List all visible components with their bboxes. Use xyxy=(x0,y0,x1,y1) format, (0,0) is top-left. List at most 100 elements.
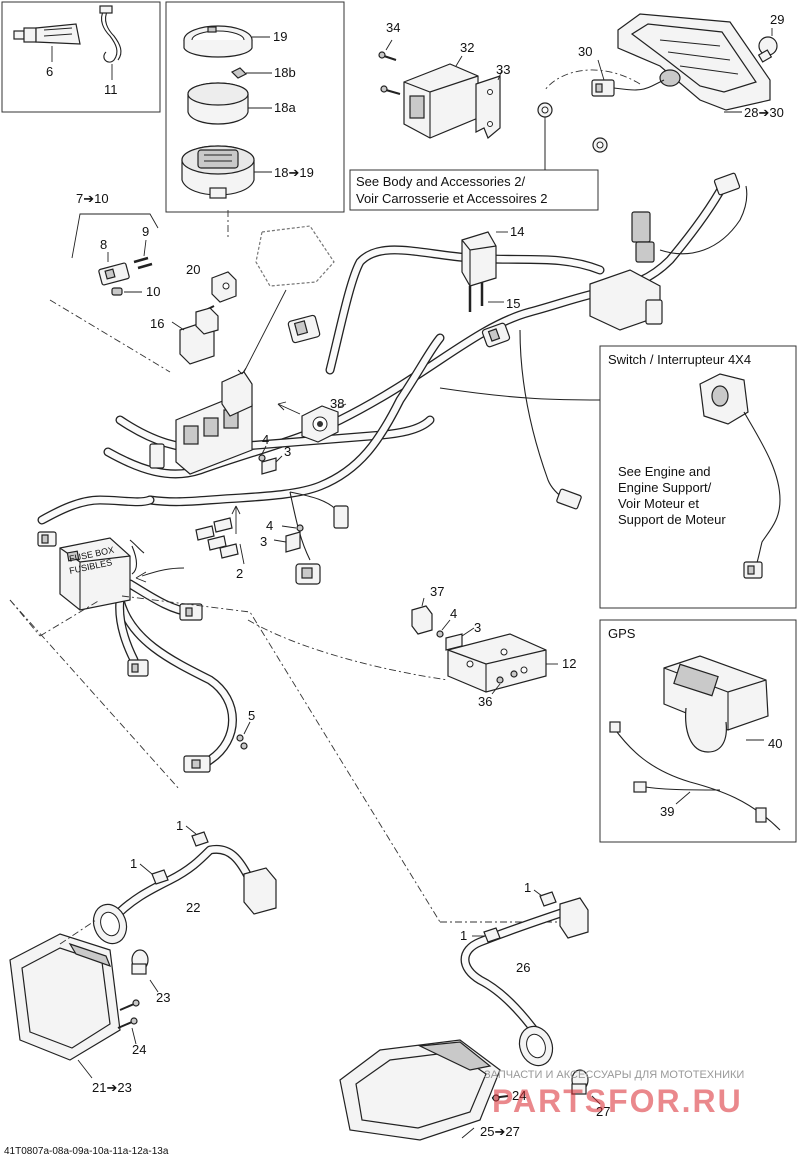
callout-1d: 1 xyxy=(460,928,467,943)
clips-part-2 xyxy=(195,517,239,559)
clip-part-1a xyxy=(191,831,209,847)
cable-strap-part-11 xyxy=(99,5,122,63)
callout-1a: 1 xyxy=(176,818,183,833)
callout-20: 20 xyxy=(186,262,200,277)
harness-connector-4x4-lead xyxy=(556,488,582,510)
harness-connector-top-right xyxy=(713,172,741,196)
callout-37: 37 xyxy=(430,584,444,599)
callout-24b: 24 xyxy=(512,1088,526,1103)
4x4-switch-connector xyxy=(743,561,763,579)
gauge-connector-outline xyxy=(255,225,335,287)
grease-tube-part-6 xyxy=(13,23,81,45)
control-module-part-32 xyxy=(403,63,479,139)
headlight-bulb-part-23 xyxy=(131,949,149,975)
module-bracket-part-33 xyxy=(475,75,501,139)
headlight-housing-part-21 xyxy=(9,933,121,1061)
callout-16: 16 xyxy=(150,316,164,331)
callout-2: 2 xyxy=(236,566,243,581)
gauge-cover-part-18a xyxy=(187,82,249,125)
callout-33: 33 xyxy=(496,62,510,77)
connector-part-16 xyxy=(179,307,219,365)
callout-7-10: 7➔10 xyxy=(76,191,109,206)
callout-3a: 3 xyxy=(284,444,291,459)
relay-part-37 xyxy=(411,605,433,635)
instrument-pod-part-28 xyxy=(617,13,771,111)
fuse-box: FUSE BOX FUSIBLES xyxy=(59,537,131,611)
note-engine-line-4: Support de Moteur xyxy=(618,512,726,527)
harness-connector-upper-middle xyxy=(287,314,321,344)
callout-5: 5 xyxy=(248,708,255,723)
switch-box-title: Switch / Interrupteur 4X4 xyxy=(608,352,751,367)
clip-part-1d xyxy=(483,927,501,943)
callout-24a: 24 xyxy=(132,1042,146,1057)
harness-connector-left xyxy=(37,531,57,547)
callout-10: 10 xyxy=(146,284,160,299)
callout-1b: 1 xyxy=(130,856,137,871)
mounting-bracket-part-12 xyxy=(447,633,547,693)
callout-32: 32 xyxy=(460,40,474,55)
callout-25-27: 25➔27 xyxy=(480,1124,520,1139)
callout-29: 29 xyxy=(770,12,784,27)
relay-part-14 xyxy=(461,231,497,287)
bulb-socket-left xyxy=(92,903,128,945)
clip-part-1c xyxy=(539,891,557,907)
callout-1c: 1 xyxy=(524,880,531,895)
harness-connector-left-headlight xyxy=(243,867,277,915)
callout-6: 6 xyxy=(46,64,53,79)
harness-connector-center-right xyxy=(333,505,349,529)
callout-38: 38 xyxy=(330,396,344,411)
inset-box-gps xyxy=(599,619,797,843)
socket-part-30 xyxy=(591,79,665,97)
callout-9: 9 xyxy=(142,224,149,239)
relay-cluster-right xyxy=(589,211,663,331)
harness-connector-lower-left xyxy=(127,659,149,677)
callout-15: 15 xyxy=(506,296,520,311)
gps-box-title: GPS xyxy=(608,626,636,641)
bulb-socket-right xyxy=(518,1025,554,1067)
inset-box-4x4-switch xyxy=(599,345,797,609)
note-body-line-1: See Body and Accessories 2/ xyxy=(356,174,525,189)
callout-28-30: 28➔30 xyxy=(744,105,784,120)
clip-part-1b xyxy=(151,869,169,885)
inset-box-consumables xyxy=(1,1,161,113)
callout-34: 34 xyxy=(386,20,400,35)
grommet-part-31b xyxy=(592,137,608,153)
connector-part-20 xyxy=(211,271,237,303)
callout-18a: 18a xyxy=(274,100,296,115)
callout-4c: 4 xyxy=(450,606,457,621)
callout-8: 8 xyxy=(100,237,107,252)
screw-part-36 xyxy=(496,670,518,684)
nut-part-5 xyxy=(236,734,248,750)
note-engine-line-3: Voir Moteur et xyxy=(618,496,699,511)
watermark-tagline: ЗАПЧАСТИ И АКСЕССУАРЫ ДЛЯ МОТОТЕХНИКИ xyxy=(484,1069,744,1081)
harness-clamp-center xyxy=(149,443,165,469)
callout-18b: 18b xyxy=(274,65,296,80)
4x4-switch-part xyxy=(699,373,781,567)
inset-box-gauge-components xyxy=(165,1,345,213)
screw-part-24a xyxy=(117,999,140,1029)
callout-14: 14 xyxy=(510,224,524,239)
callout-26: 26 xyxy=(516,960,530,975)
nut-part-4c xyxy=(436,630,444,638)
callout-36: 36 xyxy=(478,694,492,709)
diagram-code: 41T0807a-08a-09a-10a-11a-12a-13a xyxy=(4,1146,169,1157)
callout-3c: 3 xyxy=(474,620,481,635)
note-body-line-2: Voir Carrosserie et Accessoires 2 xyxy=(356,191,547,206)
callout-40: 40 xyxy=(768,736,782,751)
harness-connector-bottom xyxy=(183,755,211,773)
headlight-harness-part-26 xyxy=(460,905,575,1043)
harness-connector-mid-left xyxy=(179,603,203,621)
callout-4a: 4 xyxy=(262,432,269,447)
terminal-part-9 xyxy=(133,256,153,270)
bracket-part-3a xyxy=(261,457,277,475)
callout-22: 22 xyxy=(186,900,200,915)
callout-21-23: 21➔23 xyxy=(92,1080,132,1095)
callout-30: 30 xyxy=(578,44,592,59)
harness-connector-center xyxy=(295,563,321,585)
note-engine-line-1: See Engine and xyxy=(618,464,711,479)
callout-11: 11 xyxy=(104,82,118,97)
headlight-housing-part-25 xyxy=(339,1039,501,1141)
gauge-bezel-part-19 xyxy=(183,25,253,58)
note-engine-line-2: Engine Support/ xyxy=(618,480,712,495)
multifunction-gauge-part-18 xyxy=(181,145,255,199)
